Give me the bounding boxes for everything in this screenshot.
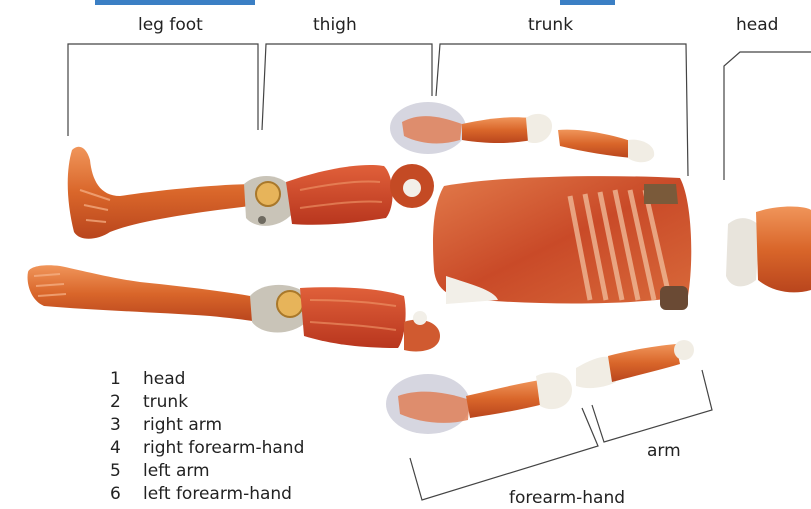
- label-forearm-hand: forearm-hand: [509, 488, 625, 508]
- legend-number: 1: [110, 368, 143, 391]
- legend-number: 4: [110, 437, 143, 460]
- right-arm-part: [558, 130, 654, 163]
- right-leg-foot-part: [68, 147, 258, 239]
- legend-text: right arm: [143, 414, 222, 437]
- legend-number: 6: [110, 483, 143, 506]
- left-arm-part: [576, 340, 694, 388]
- label-leg-foot: leg foot: [138, 15, 203, 35]
- left-leg-foot-part: [28, 265, 262, 322]
- legend-number: 3: [110, 414, 143, 437]
- legend-text: left forearm-hand: [143, 483, 292, 506]
- label-thigh: thigh: [313, 15, 357, 35]
- legend-number: 5: [110, 460, 143, 483]
- legend-number: 2: [110, 391, 143, 414]
- label-head: head: [736, 15, 778, 35]
- bracket-head: [724, 52, 811, 180]
- head-part: [726, 207, 811, 293]
- legend-text: head: [143, 368, 185, 391]
- legend-text: left arm: [143, 460, 210, 483]
- legend-text: trunk: [143, 391, 188, 414]
- left-forearm-hand-part: [386, 372, 572, 434]
- right-knee-joint: [244, 176, 292, 226]
- left-knee-joint: [250, 285, 306, 333]
- legend-text: right forearm-hand: [143, 437, 304, 460]
- left-thigh-part: [300, 287, 440, 351]
- right-forearm-hand-part: [390, 102, 552, 154]
- label-trunk: trunk: [528, 15, 573, 35]
- bracket-leg-foot: [68, 44, 258, 136]
- right-thigh-part: [286, 164, 434, 225]
- trunk-part: [433, 176, 691, 310]
- label-arm: arm: [647, 441, 681, 461]
